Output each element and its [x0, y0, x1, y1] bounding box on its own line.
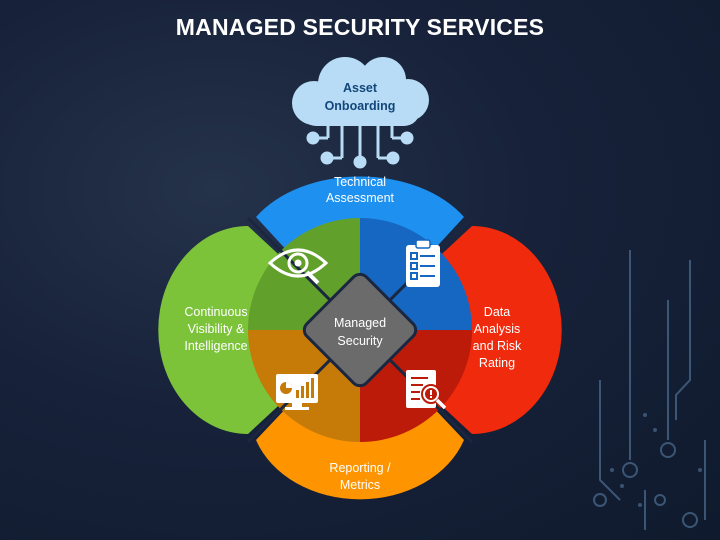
cloud-network-icon — [292, 57, 429, 126]
monitor-chart-icon — [276, 374, 318, 410]
right-label-line2: Analysis — [474, 322, 521, 336]
risk-report-icon — [406, 370, 447, 410]
center-label-line1: Managed — [334, 316, 386, 330]
checklist-clipboard-icon — [406, 239, 440, 287]
circuit-decoration — [593, 250, 706, 530]
bottom-label-line1: Reporting / — [329, 461, 391, 475]
cloud-label-line2: Onboarding — [325, 99, 396, 113]
circuit-dots — [610, 413, 702, 507]
top-label-line1: Technical — [334, 175, 386, 189]
page-title: MANAGED SECURITY SERVICES — [175, 14, 545, 40]
center-diamond — [302, 272, 418, 388]
left-label-line3: Intelligence — [184, 339, 247, 353]
cloud-connectors — [306, 122, 414, 169]
top-label-line2: Assessment — [326, 191, 395, 205]
left-label-line1: Continuous — [184, 305, 247, 319]
right-label-line1: Data — [484, 305, 510, 319]
right-label-line3: and Risk — [473, 339, 522, 353]
cloud-label-line1: Asset — [343, 81, 378, 95]
center-label-line2: Security — [337, 334, 383, 348]
bottom-label-line2: Metrics — [340, 478, 380, 492]
right-label-line4: Rating — [479, 356, 515, 370]
left-label-line2: Visibility & — [188, 322, 245, 336]
eye-magnifier-icon — [267, 248, 329, 285]
